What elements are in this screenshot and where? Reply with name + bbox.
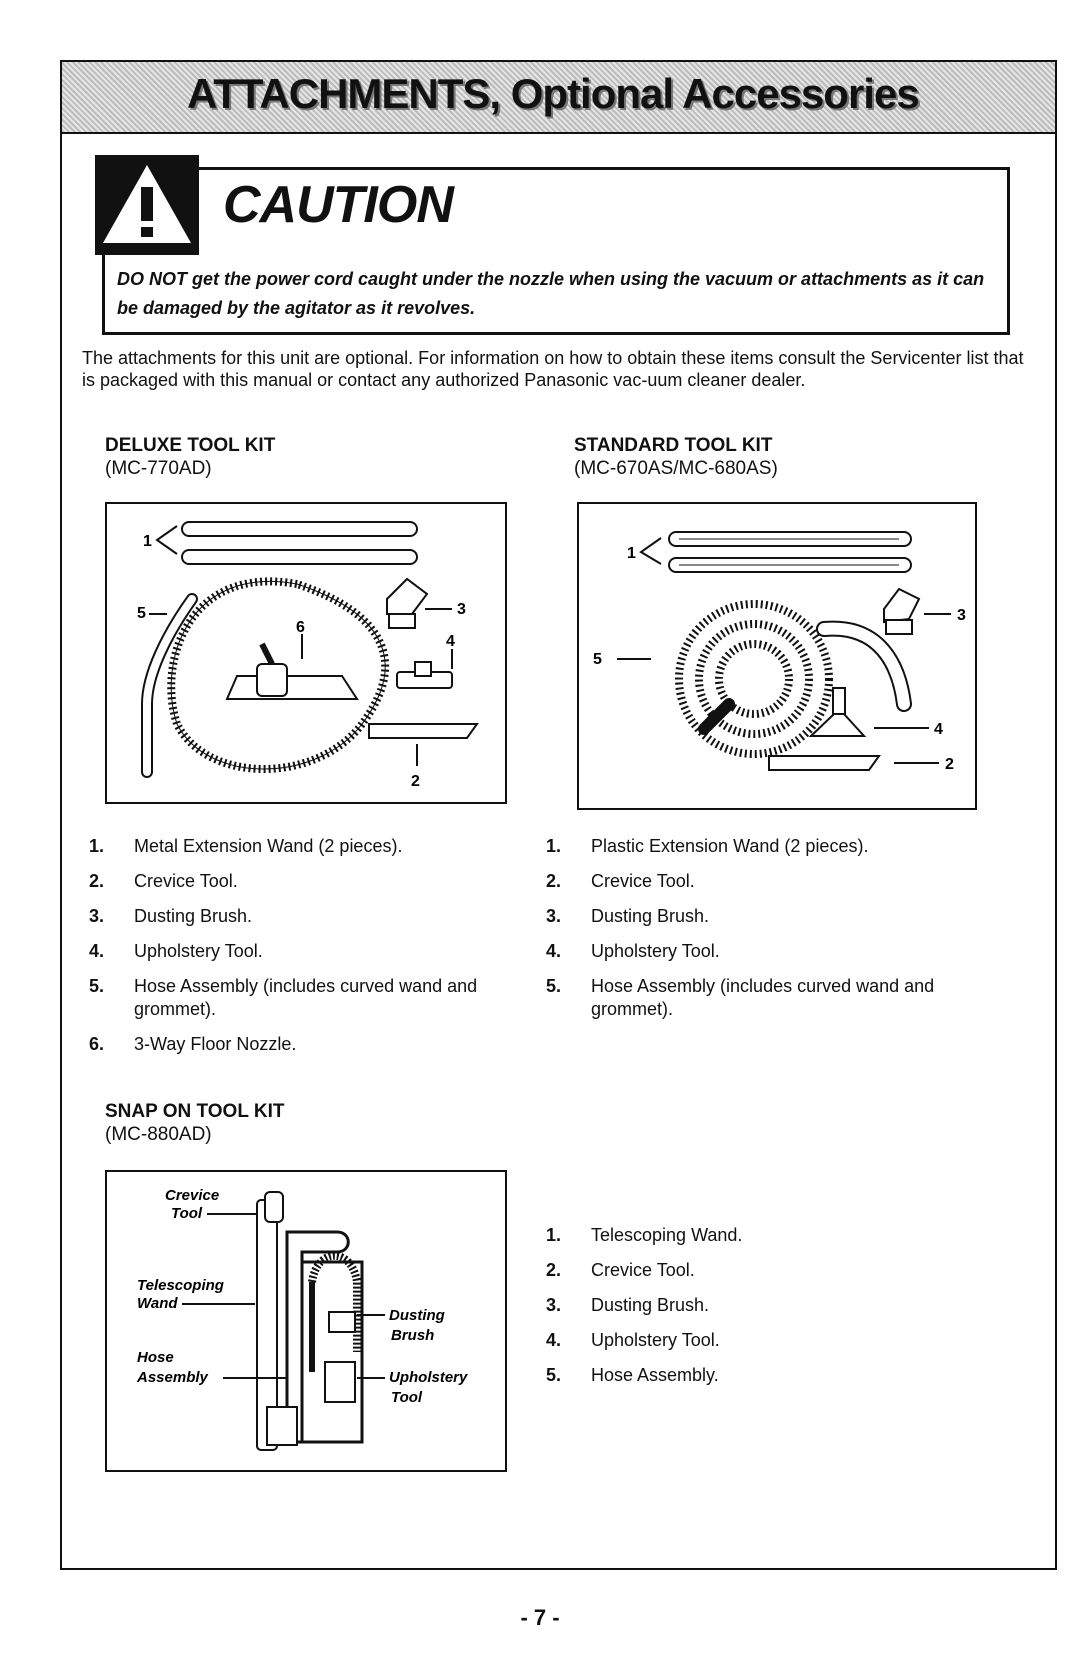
list-item: 3.Dusting Brush. xyxy=(546,1295,710,1315)
svg-text:Assembly: Assembly xyxy=(136,1369,209,1386)
list-item: 4.Upholstery Tool. xyxy=(546,941,720,961)
snapon-kit-model: (MC-880AD) xyxy=(105,1124,212,1145)
list-item: 5.Hose Assembly (includes curved wand an… xyxy=(546,976,935,1019)
callout-1: 1 xyxy=(627,545,636,562)
snapon-kit-drawing: Crevice Tool Telescoping Wand Hose Assem… xyxy=(136,1187,468,1451)
standard-kit-illustration: 1 5 3 4 2 xyxy=(577,502,977,810)
callout-4: 4 xyxy=(934,721,943,738)
list-item: 2.Crevice Tool. xyxy=(89,871,238,891)
callout-5: 5 xyxy=(137,605,146,622)
svg-text:Tool: Tool xyxy=(391,1389,423,1406)
warning-icon xyxy=(95,155,199,255)
list-item: 1.Metal Extension Wand (2 pieces). xyxy=(89,836,403,856)
callout-3: 3 xyxy=(457,601,466,618)
caution-box: CAUTION DO NOT get the power cord caught… xyxy=(95,155,1010,335)
standard-kit-heading: STANDARD TOOL KIT (MC-670AS/MC-680AS) xyxy=(574,434,778,480)
list-item: 3.Dusting Brush. xyxy=(89,906,253,926)
deluxe-kit-drawing: 1 5 6 3 4 2 xyxy=(137,521,479,790)
snapon-kit-illustration: Crevice Tool Telescoping Wand Hose Assem… xyxy=(105,1170,507,1472)
list-item: 1.Telescoping Wand. xyxy=(546,1225,743,1245)
standard-kit-model: (MC-670AS/MC-680AS) xyxy=(574,458,778,479)
label-telescoping-wand: Telescoping xyxy=(137,1277,224,1294)
svg-text:Wand: Wand xyxy=(137,1295,178,1312)
caution-text: DO NOT get the power cord caught under t… xyxy=(117,269,985,318)
deluxe-kit-list: 1.Metal Extension Wand (2 pieces). 2.Cre… xyxy=(89,835,509,1068)
page-title: ATTACHMENTS, Optional Accessories xyxy=(187,70,920,117)
list-item: 6.3-Way Floor Nozzle. xyxy=(89,1034,297,1054)
snapon-kit-name: SNAP ON TOOL KIT xyxy=(105,1101,285,1122)
deluxe-kit-heading: DELUXE TOOL KIT (MC-770AD) xyxy=(105,434,275,480)
list-item: 1.Plastic Extension Wand (2 pieces). xyxy=(546,836,869,856)
list-item: 4.Upholstery Tool. xyxy=(89,941,263,961)
list-item: 2.Crevice Tool. xyxy=(546,1260,695,1280)
deluxe-kit-illustration: 1 5 6 3 4 2 xyxy=(105,502,507,804)
standard-kit-name: STANDARD TOOL KIT xyxy=(574,435,773,456)
label-dusting-brush: Dusting xyxy=(389,1307,445,1324)
label-hose-assembly: Hose xyxy=(137,1349,174,1366)
list-item: 4.Upholstery Tool. xyxy=(546,1330,720,1350)
callout-2: 2 xyxy=(411,773,420,790)
list-item: 5.Hose Assembly. xyxy=(546,1365,719,1385)
svg-text:Tool: Tool xyxy=(171,1205,203,1222)
label-upholstery-tool: Upholstery xyxy=(389,1369,468,1386)
svg-text:Brush: Brush xyxy=(391,1327,434,1344)
list-item: 3.Dusting Brush. xyxy=(546,906,710,926)
page-number: - 7 - xyxy=(520,1605,560,1630)
intro-paragraph: The attachments for this unit are option… xyxy=(82,348,1024,390)
snapon-kit-list: 1.Telescoping Wand. 2.Crevice Tool. 3.Du… xyxy=(546,1224,986,1399)
callout-1: 1 xyxy=(143,533,152,550)
callout-5: 5 xyxy=(593,651,602,668)
callout-4: 4 xyxy=(446,633,455,650)
callout-2: 2 xyxy=(945,756,954,773)
deluxe-kit-model: (MC-770AD) xyxy=(105,458,212,479)
caution-title: CAUTION xyxy=(223,176,454,234)
title-bar: ATTACHMENTS, Optional Accessories xyxy=(62,62,1055,134)
deluxe-kit-name: DELUXE TOOL KIT xyxy=(105,435,276,456)
page-frame: ATTACHMENTS, Optional Accessories CAUTIO… xyxy=(60,60,1057,1570)
list-item: 5.Hose Assembly (includes curved wand an… xyxy=(89,976,478,1019)
list-item: 2.Crevice Tool. xyxy=(546,871,695,891)
standard-kit-drawing: 1 5 3 4 2 xyxy=(593,531,966,773)
label-crevice: Crevice xyxy=(165,1187,219,1204)
callout-3: 3 xyxy=(957,607,966,624)
callout-6: 6 xyxy=(296,619,305,636)
standard-kit-list: 1.Plastic Extension Wand (2 pieces). 2.C… xyxy=(546,835,1016,1033)
snapon-kit-heading: SNAP ON TOOL KIT (MC-880AD) xyxy=(105,1100,284,1146)
